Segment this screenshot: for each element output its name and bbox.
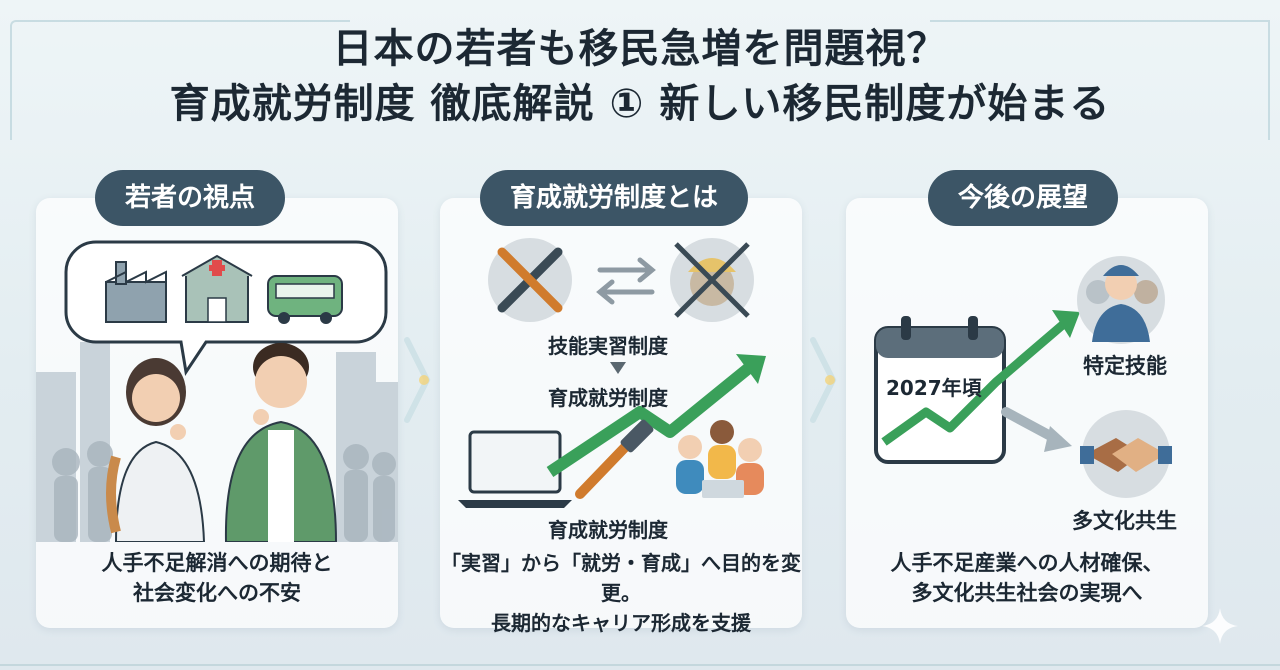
caption-future-outlook: 人手不足産業への人材確保、 多文化共生社会の実現へ	[846, 548, 1208, 608]
page-title: 日本の若者も移民急増を問題視？ 育成就労制度 徹底解説 ① 新しい移民制度が始ま…	[0, 22, 1280, 132]
caption-line: 多文化共生社会の実現へ	[911, 581, 1143, 605]
worker-group-icon	[676, 420, 764, 498]
new-system-label: 育成就労制度	[548, 386, 668, 410]
hammer-icon	[575, 419, 654, 499]
new-system-label-bottom: 育成就労制度	[548, 518, 668, 542]
title-line-1: 日本の若者も移民急増を問題視？	[332, 26, 948, 72]
heading-youth-perspective: 若者の視点	[95, 170, 286, 226]
bus-icon	[267, 275, 343, 324]
sparkle-icon	[1202, 608, 1238, 644]
caption-line: 長期的なキャリア形成を支援	[491, 611, 751, 635]
multicultural-label: 多文化共生	[1072, 509, 1177, 533]
caption-line: 社会変化への不安	[133, 581, 301, 605]
swap-arrows-icon	[596, 257, 656, 305]
tools-icon	[488, 238, 572, 322]
handshake-icon	[1080, 410, 1172, 498]
youth-illustration	[36, 240, 398, 542]
caption-youth-perspective: 人手不足解消への期待と 社会変化への不安	[36, 548, 398, 608]
caption-line: 人手不足解消への期待と	[101, 551, 333, 575]
caption-line: 人手不足産業への人材確保、	[890, 551, 1164, 575]
crossed-worker-icon	[670, 238, 754, 322]
decorative-frame-bottom	[0, 664, 1280, 666]
calendar-year-label: 2027年頃	[886, 376, 982, 400]
heading-system-explained: 育成就労制度とは	[480, 170, 749, 226]
system-illustration	[458, 238, 766, 508]
specified-skill-label: 特定技能	[1083, 354, 1167, 378]
chevron-right-icon	[810, 337, 837, 423]
factory-icon	[105, 261, 167, 323]
worker-group-icon	[1077, 256, 1165, 344]
caption-line: 「実習」から「就労・育成」へ目的を変更。	[441, 551, 801, 605]
title-line-2: 育成就労制度 徹底解説 ① 新しい移民制度が始まる	[169, 81, 1111, 127]
outlook-illustration	[874, 256, 1172, 498]
chevron-right-icon	[404, 337, 431, 423]
old-system-label: 技能実習制度	[548, 334, 668, 358]
heading-future-outlook: 今後の展望	[928, 170, 1119, 226]
caption-system-explained: 「実習」から「就労・育成」へ目的を変更。 長期的なキャリア形成を支援	[440, 548, 802, 638]
hospital-icon	[181, 254, 253, 323]
